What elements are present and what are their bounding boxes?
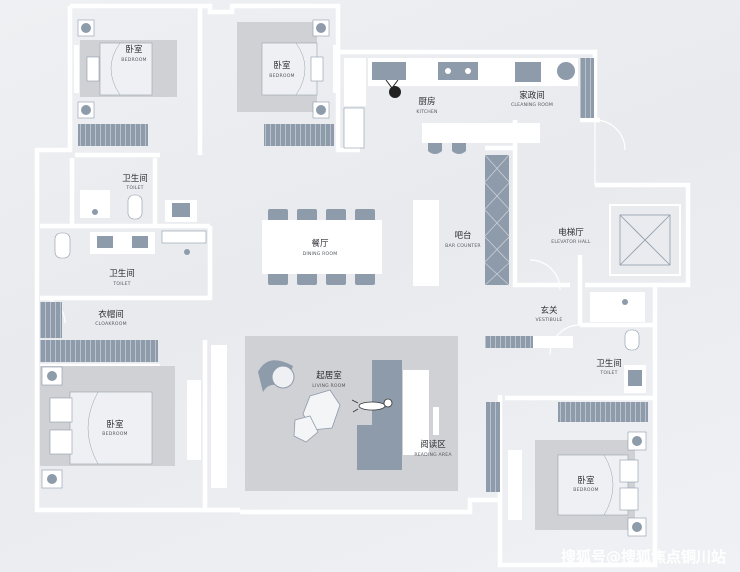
- person-reading: [351, 398, 393, 413]
- toilet-3-shower: [590, 292, 645, 322]
- label-vestibule-en: VESTIBULE: [536, 317, 563, 323]
- reading-desk: [403, 370, 429, 455]
- label-kitchen-en: KITCHEN: [416, 109, 437, 115]
- label-cloakroom: 衣帽间: [98, 309, 124, 320]
- label-elevator-en: ELEVATOR HALL: [551, 239, 591, 245]
- kitchen-sink: [372, 62, 406, 80]
- label-toilet-3: 卫生间: [596, 358, 622, 369]
- dining-chairs: [268, 209, 375, 285]
- label-toilet-1-en: TOILET: [125, 185, 143, 191]
- label-dining: 餐厅: [311, 239, 329, 249]
- bedroom-se-cabinet: [486, 402, 500, 492]
- label-cloakroom-en: CLOAKROOM: [95, 321, 126, 327]
- label-bedroom-se-en: BEDROOM: [573, 487, 598, 493]
- bedroom-se-desk: [508, 450, 522, 520]
- label-vestibule: 玄关: [540, 305, 558, 316]
- elevator-cross: [619, 214, 671, 266]
- bedroom-se-wardrobe: [558, 402, 648, 422]
- reading-stool: [433, 407, 439, 435]
- label-reading: 阅读区: [420, 439, 446, 450]
- label-elevator: 电梯厅: [558, 227, 584, 238]
- bedroom-sw-desk: [187, 380, 201, 460]
- label-bar-en: BAR COUNTER: [445, 243, 481, 249]
- bedroom-sw-window-seat: [211, 345, 227, 488]
- water-heater: [557, 62, 575, 80]
- person-cooking: [385, 79, 401, 98]
- label-cleaning: 家政间: [519, 90, 545, 101]
- label-bedroom-n-en: BEDROOM: [269, 73, 294, 79]
- bedroom-nw-wardrobe: [78, 124, 148, 146]
- toilet-2-wc: [54, 232, 71, 259]
- side-table: [271, 365, 295, 389]
- washing-machine: [515, 62, 541, 82]
- coffee-table-2: [293, 415, 319, 443]
- label-living-en: LIVING ROOM: [312, 383, 345, 389]
- label-bedroom-sw-en: BEDROOM: [102, 431, 127, 437]
- bar-counter-top: [413, 200, 439, 286]
- label-toilet-2-en: TOILET: [112, 281, 130, 287]
- label-cleaning-en: CLEANING ROOM: [511, 102, 553, 108]
- kitchen-stove: [438, 62, 478, 80]
- cloakroom-shelf-2: [40, 340, 158, 362]
- label-bedroom-sw: 卧室: [106, 419, 124, 430]
- stove-burners: [445, 68, 471, 74]
- toilet-3-wc: [624, 329, 640, 351]
- label-living: 起居室: [316, 370, 342, 381]
- label-bar: 吧台: [454, 230, 471, 241]
- label-dining-en: DINING ROOM: [303, 251, 338, 257]
- dining-table: [262, 220, 382, 274]
- label-bedroom-nw: 卧室: [125, 44, 143, 55]
- label-toilet-2: 卫生间: [109, 268, 135, 279]
- label-toilet-3-en: TOILET: [599, 370, 617, 376]
- bar-stools: [428, 143, 466, 154]
- bedroom-n-bed: [261, 42, 318, 96]
- bedroom-nw-bed: [99, 42, 153, 96]
- toilet-1-wc: [127, 194, 143, 220]
- bedroom-se-bed: [557, 454, 629, 516]
- vestibule-bench: [533, 336, 573, 348]
- label-toilet-1: 卫生间: [122, 173, 148, 184]
- door-swings: [39, 119, 626, 356]
- label-kitchen: 厨房: [418, 96, 435, 107]
- cloakroom-shelf-1: [40, 302, 62, 338]
- bedroom-n-wardrobe: [264, 124, 334, 146]
- toilet-2-counter: [161, 230, 207, 244]
- label-bedroom-se: 卧室: [577, 475, 595, 486]
- watermark: 搜狐号@搜狐焦点铜川站: [561, 548, 726, 566]
- room-labels: 卧室 BEDROOM 卧室 BEDROOM 厨房 KITCHEN 家政间 CLE…: [95, 44, 622, 493]
- sofa: [357, 360, 402, 470]
- vestibule-cabinet: [485, 336, 533, 348]
- cleaning-cabinet: [580, 58, 594, 118]
- bedroom-sw-bed: [69, 391, 153, 465]
- island-counter: [422, 123, 540, 143]
- label-reading-en: READING AREA: [414, 452, 452, 458]
- bar-cabinets: [484, 154, 510, 286]
- fridge-counter: [344, 58, 366, 106]
- fridge: [343, 107, 365, 149]
- label-bedroom-n: 卧室: [273, 60, 291, 71]
- label-bedroom-nw-en: BEDROOM: [121, 57, 146, 63]
